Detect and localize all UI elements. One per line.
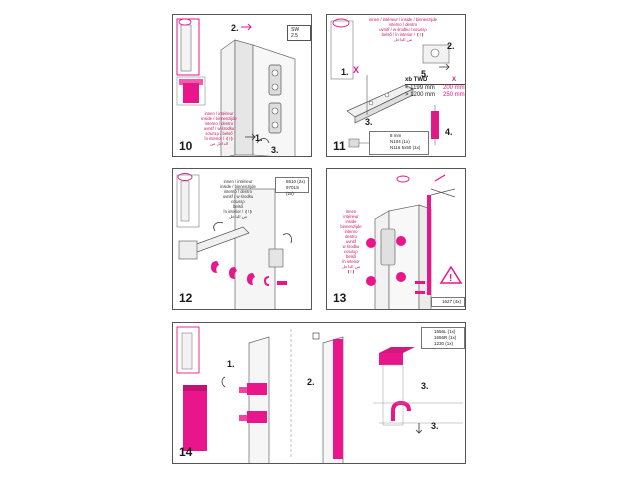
instruction-panel-14: 1. 2. 3. 3. 1656L (1x) 1656R (1x) 1230 (… [172, 322, 466, 464]
callout-2: 2. [447, 41, 455, 51]
panel-10-illustration [176, 18, 296, 156]
tool-label: SW 2.5 [287, 25, 311, 41]
inside-note: innen intérieur inside binnenzijde inter… [340, 209, 362, 274]
legend-item: 8 mm [390, 133, 402, 138]
callout-3b: 3. [431, 421, 439, 431]
step-number: 12 [179, 291, 193, 305]
panel-13-illustration: ! [366, 174, 463, 309]
legend-item: N104 (1x) [390, 139, 410, 144]
instruction-panel-10: SW 2.5 2. 1. 3. innen / intérieur inside… [172, 14, 312, 157]
dimension-table: xb TWD X < 1199 mm 200 mm > 1200 mm 250 … [405, 77, 465, 99]
instruction-panel-13: ! innen intérieur inside binnenzijde int… [326, 168, 466, 310]
legend-item: 1656L (1x) [434, 329, 456, 334]
dimension-row: > 1200 mm 250 mm [405, 92, 465, 99]
instruction-panel-11: innen / intérieur / inside / binnenzijde… [326, 14, 466, 157]
parts-legend: 1627 (4x) [431, 297, 465, 307]
callout-2: 2. [307, 377, 315, 387]
inside-note: innen / intérieur inside / binnenzijde i… [201, 111, 237, 146]
callout-1: 1. [341, 67, 349, 77]
dimension-header-range: xb TWD [405, 77, 428, 83]
callout-5: 5. [421, 69, 429, 79]
inside-note: innen / intérieur / inside / binnenzijde… [369, 17, 437, 42]
callout-3: 3. [271, 145, 279, 155]
legend-item: 1627 (4x) [442, 299, 462, 304]
instruction-panel-12: innen / intérieur inside / binnenzijde i… [172, 168, 312, 310]
callout-4: 4. [445, 127, 453, 137]
parts-legend: 8 mm N104 (1x) N116 5x50 (1x) [369, 131, 429, 155]
callout-1: 1. [227, 359, 235, 369]
dimension-row: < 1199 mm 200 mm [405, 85, 465, 92]
parts-legend: 6510 (2x) 9701S (2x) [275, 177, 309, 196]
callout-3: 3. [365, 117, 373, 127]
dimension-header-x: X [451, 77, 456, 83]
callout-2: 2. [231, 23, 239, 33]
dimension-range: > 1200 mm [405, 92, 436, 98]
panel-12-illustration [176, 173, 292, 309]
callout-3a: 3. [421, 381, 429, 391]
panel-14-illustration [176, 326, 463, 463]
dimension-range: < 1199 mm [405, 85, 435, 91]
callout-1: 1. [255, 133, 263, 143]
dimension-value: 200 mm [443, 85, 465, 91]
cross-mark: X [353, 65, 360, 75]
panel-11-illustration [330, 18, 450, 148]
step-number: 14 [179, 445, 193, 459]
step-number: 11 [333, 139, 346, 153]
dimension-table-header: xb TWD X [405, 77, 465, 85]
step-number: 13 [333, 291, 347, 305]
inside-note: innen / intérieur inside / binnenzijde i… [220, 179, 256, 219]
parts-legend: 1656L (1x) 1656R (1x) 1230 (1x) [421, 327, 465, 349]
legend-item: 6510 (2x) [286, 179, 306, 184]
legend-item: 9701S (2x) [286, 185, 300, 196]
legend-item: 1230 (1x) [434, 341, 454, 346]
svg-text:!: ! [449, 273, 452, 284]
dimension-value: 250 mm [443, 92, 465, 98]
legend-item: 1656R (1x) [434, 335, 457, 340]
legend-item: N116 5x50 (1x) [390, 145, 421, 150]
step-number: 10 [179, 139, 193, 153]
